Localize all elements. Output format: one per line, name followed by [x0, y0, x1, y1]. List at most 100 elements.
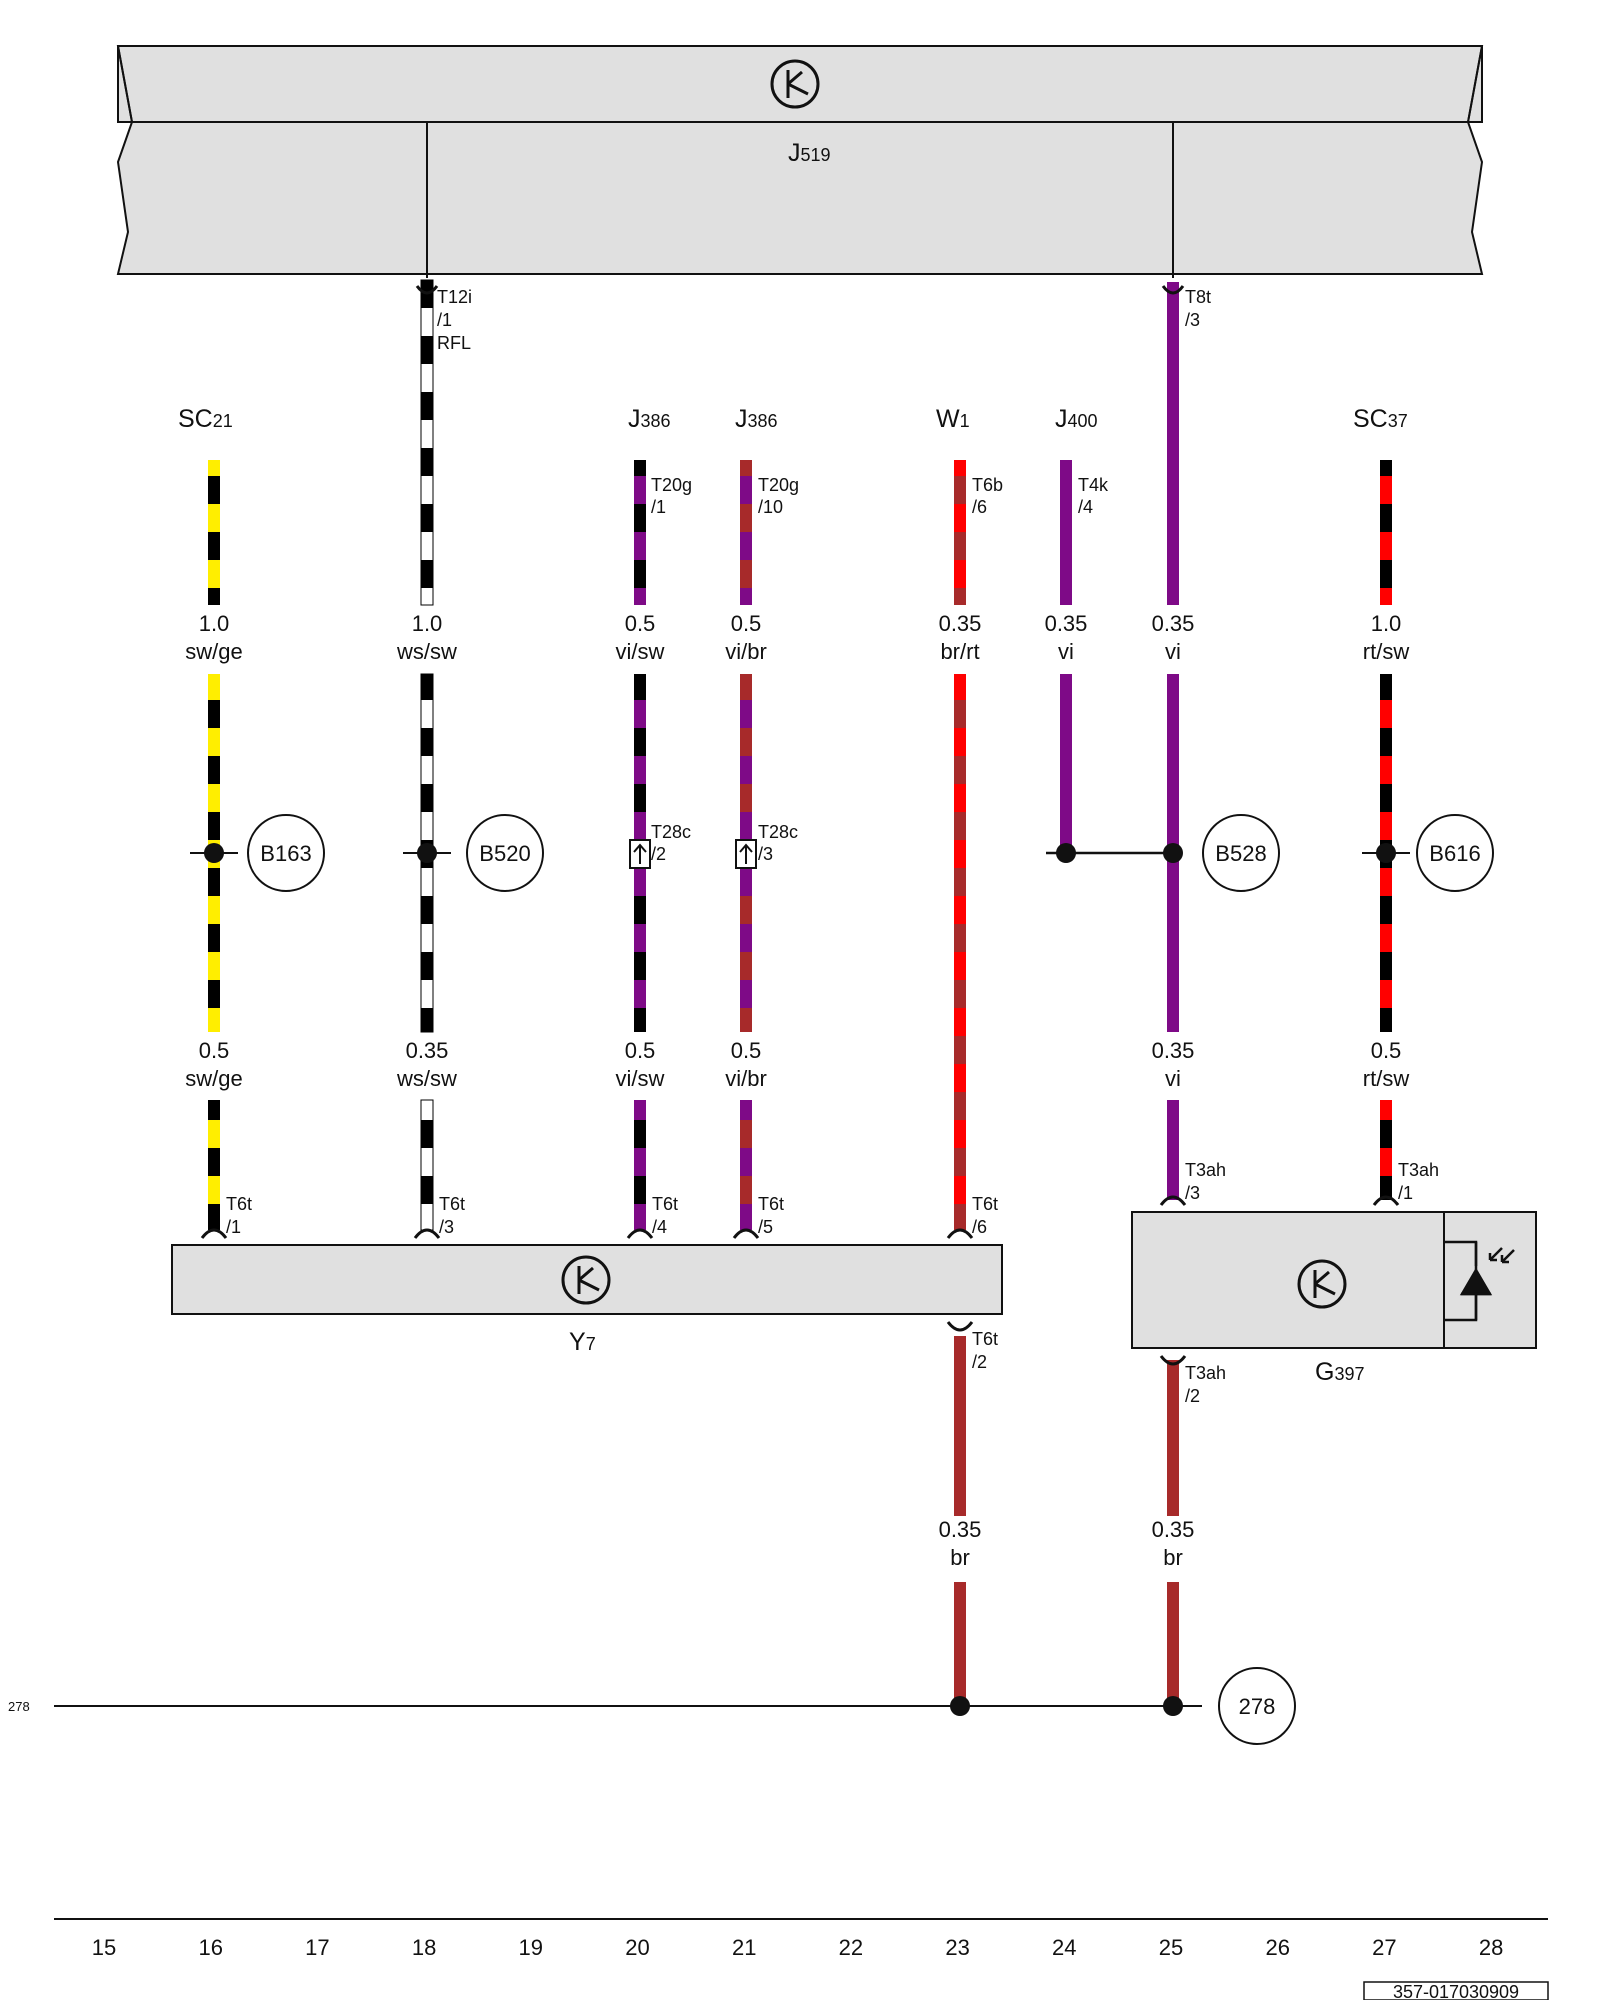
- spec-23-ground-color: br: [950, 1545, 970, 1570]
- grid-number-16: 16: [198, 1935, 222, 1960]
- spec-25-ground-size: 0.35: [1152, 1517, 1195, 1542]
- splice-b163: [247, 814, 325, 892]
- spec-24-upper-size: 0.35: [1045, 611, 1088, 636]
- t28c-connectors: T28c /2 T28c /3: [629, 822, 798, 869]
- pin-t12i-name: T12i: [437, 287, 472, 307]
- ground-ref-left: 278: [8, 1699, 30, 1714]
- spec-25-upper-color: vi: [1165, 639, 1181, 664]
- spec-23-ground-size: 0.35: [939, 1517, 982, 1542]
- g397-component: G397 T3ah /3 T3ah /1 T3ah /2: [1131, 1160, 1537, 1406]
- wire-18-low: [420, 1099, 434, 1231]
- wire-21-top: [740, 460, 752, 605]
- source-j386-a: J386: [628, 405, 671, 433]
- doc-id-box: [1363, 1981, 1549, 2000]
- j519-control-unit: J519: [116, 45, 1484, 275]
- splices: B163 B520 B528 B616: [190, 814, 1494, 892]
- grid-number-27: 27: [1372, 1935, 1396, 1960]
- spec-16-upper-size: 1.0: [199, 611, 230, 636]
- wire-16-low: [208, 1100, 220, 1230]
- pin-t8t-number: /3: [1185, 310, 1200, 330]
- j519-lower-band: [116, 121, 1484, 275]
- splice-dot-j400: [1056, 843, 1076, 863]
- connector-t28c-3-pin: /3: [758, 844, 773, 864]
- grid-number-25: 25: [1159, 1935, 1183, 1960]
- top-pin-labels: T12i /1 RFL T8t /3 T20g /1 T20g /10 T6b …: [415, 285, 1211, 517]
- pin-t8t-icon: [1161, 285, 1185, 295]
- wire-20-top: [634, 460, 646, 605]
- spec-21-lower-size: 0.5: [731, 1038, 762, 1063]
- g397-pin3-number: /3: [1185, 1183, 1200, 1203]
- wire-sources: SC21 J386 J386 W1 J400 SC37: [178, 405, 1408, 433]
- ground-dot-25: [1163, 1696, 1183, 1716]
- wire-27-top: [1380, 460, 1392, 605]
- g397-label: G397: [1315, 1358, 1365, 1386]
- pin-t20g-1-number: /1: [651, 497, 666, 517]
- g397-pin-icons: [1159, 1195, 1400, 1366]
- wire-25-ground-upper: [1167, 1360, 1179, 1516]
- spec-23-upper-size: 0.35: [939, 611, 982, 636]
- splice-dot-b616: [1376, 843, 1396, 863]
- j519-ground-symbol-icon: [770, 59, 820, 109]
- splice-b163-label: B163: [260, 841, 311, 866]
- grid-number-28: 28: [1479, 1935, 1503, 1960]
- g397-pin3-name: T3ah: [1185, 1160, 1226, 1180]
- wire-25-top: [1167, 282, 1179, 605]
- pin-t6b-number: /6: [972, 497, 987, 517]
- doc-id: 357-017030909: [1393, 1982, 1519, 2000]
- g397-photo-sensor-box: [1443, 1211, 1537, 1349]
- spec-16-lower-size: 0.5: [199, 1038, 230, 1063]
- wire-23-mid: [954, 674, 966, 1230]
- grid-number-18: 18: [412, 1935, 436, 1960]
- spec-18-upper-size: 1.0: [412, 611, 443, 636]
- spec-20-upper-color: vi/sw: [616, 639, 665, 664]
- source-j386-b: J386: [735, 405, 778, 433]
- source-j400: J400: [1055, 405, 1098, 433]
- lower-wire-specs: 0.5 sw/ge 0.35 ws/sw 0.5 vi/sw 0.5 vi/br…: [185, 1038, 1409, 1091]
- spec-25-ground-color: br: [1163, 1545, 1183, 1570]
- pin-t12i-icon: [415, 285, 439, 295]
- connector-t28c-3-name: T28c: [758, 822, 798, 842]
- spec-20-lower-color: vi/sw: [616, 1066, 665, 1091]
- j519-label: J519: [788, 139, 831, 167]
- splice-b520: [466, 814, 544, 892]
- pin-t20g-10-number: /10: [758, 497, 783, 517]
- spec-27-upper-size: 1.0: [1371, 611, 1402, 636]
- spec-24-upper-color: vi: [1058, 639, 1074, 664]
- grid-number-15: 15: [92, 1935, 116, 1960]
- spec-27-upper-color: rt/sw: [1363, 639, 1410, 664]
- ground-wire-specs: 0.35 br 0.35 br: [939, 1517, 1195, 1570]
- y7-pin3-number: /3: [439, 1217, 454, 1237]
- y7-pin6-number: /6: [972, 1217, 987, 1237]
- source-sc37: SC37: [1353, 405, 1408, 433]
- ground-ref-label: 278: [1239, 1694, 1276, 1719]
- spec-21-upper-color: vi/br: [725, 639, 767, 664]
- connector-t28c-2-pin: /2: [651, 844, 666, 864]
- pin-t4k-name: T4k: [1078, 475, 1109, 495]
- grid-number-24: 24: [1052, 1935, 1076, 1960]
- ground-bus: 278 278: [8, 1667, 1296, 1745]
- wire-18-top: [420, 279, 434, 606]
- wire-25-low: [1167, 1100, 1179, 1200]
- wire-21-low: [740, 1100, 752, 1230]
- spec-16-lower-color: sw/ge: [185, 1066, 242, 1091]
- grid-number-23: 23: [945, 1935, 969, 1960]
- wire-23-top: [954, 460, 966, 605]
- ground-ref-circle: [1218, 1667, 1296, 1745]
- y7-pin6-name: T6t: [972, 1194, 998, 1214]
- pin-t12i-signal: RFL: [437, 333, 471, 353]
- source-sc21: SC21: [178, 405, 233, 433]
- pin-t6b-name: T6b: [972, 475, 1003, 495]
- grid-number-17: 17: [305, 1935, 329, 1960]
- splice-dot-b528: [1163, 843, 1183, 863]
- g397-pin1-number: /1: [1398, 1183, 1413, 1203]
- spec-25-lower-size: 0.35: [1152, 1038, 1195, 1063]
- spec-20-lower-size: 0.5: [625, 1038, 656, 1063]
- pin-t12i-number: /1: [437, 310, 452, 330]
- wire-27-low: [1380, 1100, 1392, 1200]
- ground-dot-23: [950, 1696, 970, 1716]
- spec-27-lower-size: 0.5: [1371, 1038, 1402, 1063]
- splice-b616-label: B616: [1429, 841, 1480, 866]
- wire-25-ground-lower: [1167, 1582, 1179, 1706]
- y7-label: Y7: [569, 1328, 596, 1356]
